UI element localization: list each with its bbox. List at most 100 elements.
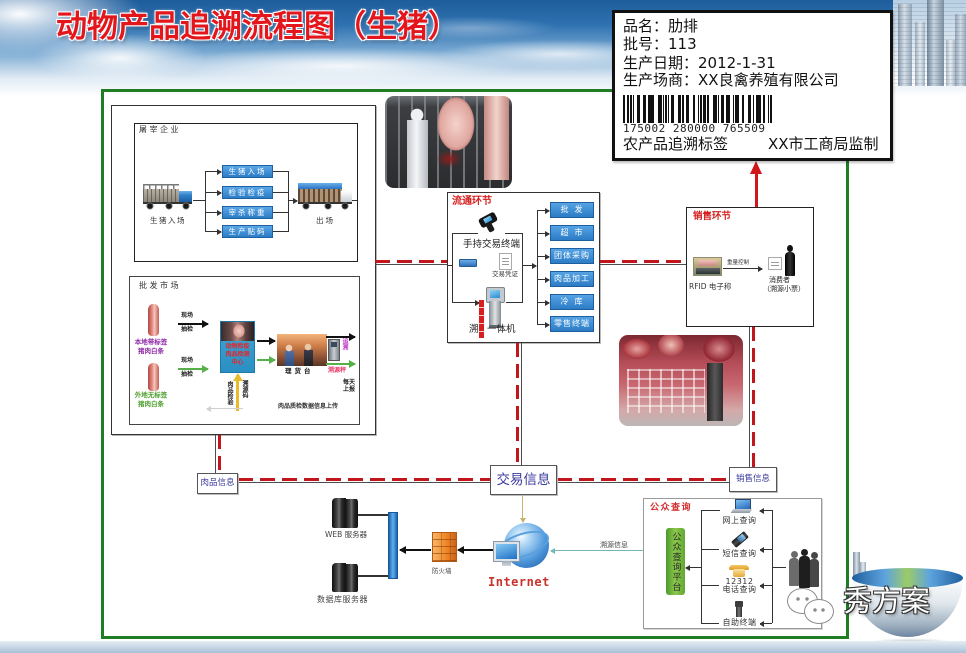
slaughter-title: 屠宰企业 [139, 125, 181, 134]
trace-scale-icon [328, 339, 340, 361]
production-source-panel: 屠宰企业 生猪入场 生猪入场 检验检疫 宰杀称重 生产贴码 出场 批发市场 本地… [111, 105, 376, 435]
transaction-info-node: 交易信息 [490, 465, 557, 495]
label-issuer: XX市工商局监制 [768, 135, 879, 153]
label-field: 批号： [623, 35, 669, 53]
source-line: 猪肉白条 [138, 399, 164, 408]
arrow-right-icon [205, 189, 222, 196]
arrow-right-icon [452, 299, 480, 306]
scale-label: 溯源秤 [328, 367, 347, 374]
spot-check-label: 抽检 [181, 326, 194, 333]
person-silhouette [799, 549, 810, 588]
dashed-connector [214, 435, 222, 473]
people-group-icon [787, 548, 820, 588]
connector-line [273, 171, 288, 172]
arrow-right-icon [178, 319, 209, 328]
arrow-left-icon [759, 582, 772, 589]
inspection-input-label: 肉品检验 [226, 381, 233, 405]
meat-display-photo [619, 335, 743, 426]
connector-line [701, 510, 720, 511]
connector-line [701, 623, 720, 624]
query-channel-label: 短信查询 [719, 549, 760, 558]
slaughter-step: 检验检疫 [222, 186, 273, 199]
sales-title: 销售环节 [693, 211, 732, 222]
label-row-product: 品名：肋排 [623, 18, 698, 35]
connector-line [273, 192, 288, 193]
bowl-rim [852, 568, 963, 588]
arrow-up-icon [750, 161, 763, 207]
label-value: 肋排 [668, 17, 699, 35]
inspection-photo [221, 322, 254, 341]
arrow-right-icon [326, 359, 356, 368]
channel-box: 批发 [550, 202, 594, 218]
self-service-terminal-icon [734, 601, 744, 617]
public-query-platform: 公众查询平台 [666, 528, 685, 595]
telephone-icon [729, 565, 749, 577]
connector-line [273, 231, 288, 232]
arrow-left-icon [685, 564, 701, 571]
spot-check-label: 现场 [181, 312, 194, 319]
scale-tag: 追溯 [341, 338, 348, 350]
dashed-connector [375, 260, 447, 266]
query-channel-label: 电话查询 [719, 585, 760, 594]
internet-globe-icon [493, 522, 553, 574]
kiosk-label: 一体机 [487, 324, 516, 335]
inspection-center-box: 动物检疫 肉品检测 中心 [220, 321, 255, 373]
livestock-truck-icon [143, 184, 193, 211]
kiosk-icon [483, 287, 505, 328]
arrow-right-icon [522, 262, 537, 269]
branch-line [205, 171, 206, 232]
merge-line [288, 171, 289, 232]
delivery-truck-icon [298, 183, 352, 211]
dashed-connector [748, 327, 756, 467]
circulation-stage-box: 流通环节 手持交易终端 交易凭证 批发 超市 团体采购 肉品加工 冷库 零售终端… [447, 192, 600, 343]
flowchart-frame [101, 89, 849, 639]
receipt-icon [499, 253, 512, 270]
person-silhouette [809, 552, 819, 587]
circulation-title: 流通环节 [452, 196, 492, 207]
local-source-label: 本地带标签 猪肉白条 [133, 338, 169, 355]
slaughterhouse-photo [385, 96, 512, 188]
database-server-label: 数据库服务器 [317, 595, 368, 604]
arrow-right-icon [537, 253, 550, 260]
watermark-text: 秀方案 [843, 584, 931, 618]
label-row-batch: 批号：113 [623, 36, 697, 53]
source-line: 本地带标签 [134, 338, 168, 346]
connector-line [273, 212, 288, 213]
dashed-connector [557, 478, 729, 484]
sorting-table-photo [277, 334, 327, 366]
trace-banner [479, 300, 484, 338]
channel-box: 肉品加工 [550, 271, 594, 287]
daily-report-line: 每天 [343, 379, 356, 386]
monitor-icon [494, 542, 519, 566]
pork-carcass-image [148, 363, 159, 391]
query-channel-label: 网上查询 [719, 516, 760, 525]
internet-label: Internet [488, 575, 550, 589]
arrow-right-icon [537, 299, 550, 306]
consumer-note: （溯源小票） [763, 285, 805, 293]
spot-check-label: 现场 [181, 357, 194, 364]
handheld-terminal-icon [478, 212, 498, 232]
dashed-connector [238, 478, 490, 484]
slaughter-step: 宰杀称重 [222, 206, 273, 219]
arrow-right-icon [205, 228, 222, 235]
channel-box: 冷库 [550, 294, 594, 310]
branch-line [452, 233, 453, 303]
connector-line [701, 549, 720, 550]
arrow-left-icon [759, 620, 772, 627]
arrow-right-icon [537, 230, 550, 237]
inspection-center-text: 动物检疫 [225, 343, 250, 350]
arrow-right-icon [537, 207, 550, 214]
barcode-number: 175002 280000 765509 [623, 122, 766, 135]
arrow-right-icon [723, 265, 763, 272]
page-title: 动物产品追溯流程图（生猪） [56, 9, 459, 45]
person-silhouette [789, 551, 799, 586]
platform-label: 公众查询平台 [670, 531, 681, 592]
spot-check-label: 抽检 [181, 371, 194, 378]
source-line: 外地无标签 [134, 391, 168, 399]
public-query-title: 公众查询 [650, 503, 693, 513]
computer-icon [730, 499, 753, 513]
handheld-terminal-label: 手持交易终端 [463, 239, 521, 250]
connector-line [193, 200, 205, 201]
label-value: 2012-1-31 [698, 54, 776, 72]
traceability-label-card: 品名：肋排 批号：113 生产日期：2012-1-31 生产场商：XX良禽养殖有… [612, 10, 893, 161]
